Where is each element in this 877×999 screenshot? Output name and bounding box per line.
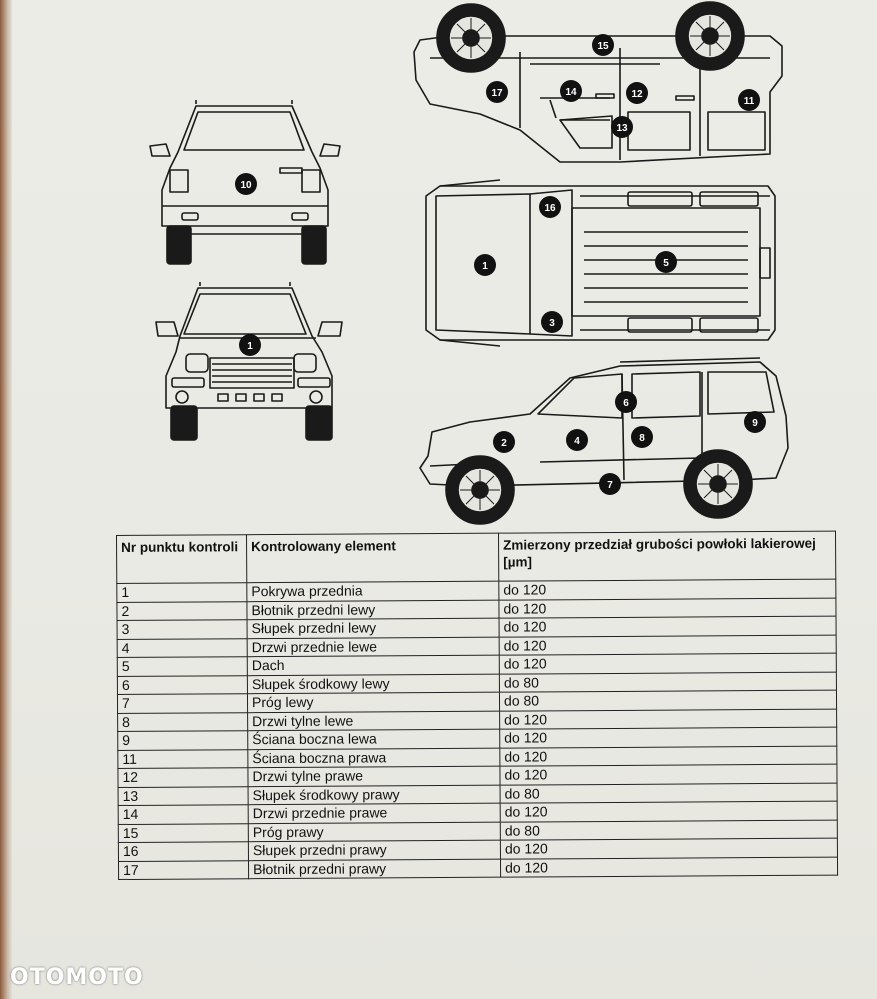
svg-text:7: 7 xyxy=(607,480,613,491)
svg-text:1: 1 xyxy=(482,261,488,272)
cell-point-number: 16 xyxy=(118,841,249,861)
svg-text:10: 10 xyxy=(240,180,252,191)
marker-9: 9 xyxy=(744,411,766,433)
cell-thickness-range: do 120 xyxy=(499,764,838,785)
svg-text:13: 13 xyxy=(616,123,628,134)
cell-element-name: Drzwi przednie lewe xyxy=(247,636,500,657)
paint-thickness-table: Nr punktu kontroli Kontrolowany element … xyxy=(116,531,838,905)
cell-thickness-range: do 80 xyxy=(500,782,838,804)
cell-point-number: 7 xyxy=(117,693,248,713)
cell-point-number: 8 xyxy=(117,712,248,732)
cell-point-number: 13 xyxy=(118,786,249,806)
svg-text:11: 11 xyxy=(744,96,755,107)
cell-thickness-range: do 120 xyxy=(500,856,838,878)
cell-element-name: Pokrywa przednia xyxy=(246,581,499,602)
cell-point-number: 15 xyxy=(118,823,249,843)
cell-thickness-range: do 120 xyxy=(498,579,836,600)
car-top-view xyxy=(425,179,776,347)
cell-element-name: Próg lewy xyxy=(247,692,500,713)
svg-text:3: 3 xyxy=(549,318,555,329)
marker-8: 8 xyxy=(631,426,653,448)
marker-11: 11 xyxy=(738,89,760,111)
table-edge xyxy=(0,0,12,999)
marker-13: 13 xyxy=(611,116,633,138)
cell-thickness-range: do 80 xyxy=(499,671,837,693)
marker-5: 5 xyxy=(655,251,677,273)
cell-element-name: Błotnik przedni prawy xyxy=(248,858,501,879)
cell-thickness-range: do 80 xyxy=(499,690,837,711)
header-measured-range: Zmierzony przedział grubości powłoki lak… xyxy=(498,531,836,582)
cell-element-name: Błotnik przedni lewy xyxy=(246,599,500,620)
cell-point-number: 4 xyxy=(117,638,248,658)
marker-15: 15 xyxy=(592,34,614,56)
svg-text:9: 9 xyxy=(752,418,758,429)
cell-element-name: Próg prawy xyxy=(248,821,501,842)
svg-text:1: 1 xyxy=(247,341,253,352)
marker-1-hood-front: 1 xyxy=(239,334,261,356)
cell-element-name: Ściana boczna lewa xyxy=(247,729,500,750)
cell-thickness-range: do 120 xyxy=(499,727,837,748)
header-control-point: Nr punktu kontroli xyxy=(116,534,247,584)
cell-thickness-range: do 120 xyxy=(499,708,837,730)
cell-thickness-range: do 120 xyxy=(499,616,837,637)
marker-17: 17 xyxy=(486,81,508,103)
marker-6: 6 xyxy=(615,391,637,413)
cell-element-name: Drzwi przednie prawe xyxy=(248,803,501,824)
table-header-row: Nr punktu kontroli Kontrolowany element … xyxy=(116,531,836,584)
svg-text:17: 17 xyxy=(491,88,503,99)
cell-element-name: Ściana boczna prawa xyxy=(247,747,500,768)
cell-point-number: 1 xyxy=(116,582,247,602)
marker-3: 3 xyxy=(541,311,563,333)
cell-element-name: Dach xyxy=(247,655,500,676)
cell-point-number: 9 xyxy=(117,730,248,750)
cell-point-number: 6 xyxy=(117,675,248,695)
cell-point-number: 12 xyxy=(117,767,249,787)
cell-point-number: 11 xyxy=(117,749,248,769)
cell-thickness-range: do 80 xyxy=(500,819,838,841)
cell-point-number: 3 xyxy=(117,619,248,639)
svg-text:2: 2 xyxy=(501,438,507,449)
cell-thickness-range: do 120 xyxy=(499,634,837,656)
cell-element-name: Słupek przedni prawy xyxy=(248,840,501,861)
cell-thickness-range: do 120 xyxy=(500,838,838,859)
cell-point-number: 17 xyxy=(118,860,249,880)
marker-10: 10 xyxy=(235,173,257,195)
marker-1-hood-top: 1 xyxy=(474,254,496,276)
marker-16: 16 xyxy=(539,196,561,218)
cell-element-name: Słupek środkowy lewy xyxy=(247,673,500,694)
svg-text:16: 16 xyxy=(544,203,556,214)
cell-point-number: 14 xyxy=(118,804,249,824)
cell-element-name: Słupek środkowy prawy xyxy=(248,784,501,805)
car-front-view xyxy=(155,282,343,441)
header-checked-element: Kontrolowany element xyxy=(246,533,499,583)
cell-point-number: 5 xyxy=(117,656,248,676)
cell-element-name: Drzwi tylne lewe xyxy=(247,710,500,731)
marker-12: 12 xyxy=(626,82,648,104)
svg-text:6: 6 xyxy=(623,398,629,409)
car-right-side-view xyxy=(413,1,783,163)
svg-text:5: 5 xyxy=(663,258,669,269)
car-left-side-view xyxy=(419,357,789,525)
cell-element-name: Drzwi tylne prawe xyxy=(247,766,501,787)
svg-text:15: 15 xyxy=(597,41,609,52)
otomoto-watermark: OTOMOTO xyxy=(10,965,144,990)
car-rear-view xyxy=(149,100,341,265)
cell-thickness-range: do 120 xyxy=(500,801,838,822)
marker-7: 7 xyxy=(599,473,621,495)
cell-element-name: Słupek przedni lewy xyxy=(247,618,500,639)
car-diagram: 1 1 2 3 4 5 6 7 8 9 10 11 12 13 14 15 16… xyxy=(149,1,789,525)
svg-text:14: 14 xyxy=(565,87,577,98)
cell-thickness-range: do 120 xyxy=(499,745,837,767)
cell-point-number: 2 xyxy=(116,601,248,621)
cell-thickness-range: do 120 xyxy=(499,653,837,674)
marker-2: 2 xyxy=(493,431,515,453)
svg-text:4: 4 xyxy=(574,436,580,447)
cell-thickness-range: do 120 xyxy=(498,597,837,619)
svg-text:12: 12 xyxy=(631,89,643,100)
svg-text:8: 8 xyxy=(639,433,645,444)
marker-4: 4 xyxy=(566,429,588,451)
marker-14: 14 xyxy=(560,80,582,102)
